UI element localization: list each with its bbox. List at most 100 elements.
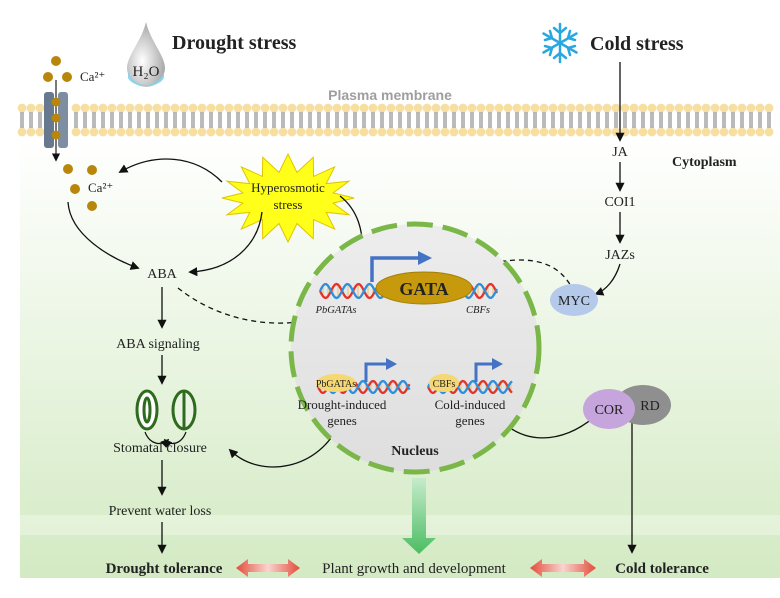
ja-label: JA (612, 145, 628, 160)
lipid-head (116, 127, 126, 137)
lipid-head (584, 103, 594, 113)
lipid-head (359, 103, 369, 113)
cbfs-protein (429, 374, 459, 392)
lipid-head (539, 103, 549, 113)
lipid-head (656, 103, 666, 113)
lipid-head (638, 103, 648, 113)
lipid-head (386, 103, 396, 113)
lipid-head (647, 103, 657, 113)
lipid-head (647, 127, 657, 137)
lipid-head (431, 127, 441, 137)
lipid-head (314, 103, 324, 113)
lipid-head (188, 103, 198, 113)
lipid-head (719, 127, 729, 137)
transcription-arrowhead-drought (386, 358, 397, 370)
lipid-head (620, 127, 630, 137)
water-label: H₂O (133, 64, 160, 80)
lipid-head (71, 103, 81, 113)
lipid-head (125, 103, 135, 113)
drought-tolerance-label: Drought tolerance (106, 561, 223, 577)
lipid-head (539, 127, 549, 137)
lipid-head (404, 127, 414, 137)
lipid-head (512, 127, 522, 137)
snowflake-icon (542, 22, 578, 64)
lipid-head (89, 103, 99, 113)
dna-helix-drought (316, 379, 411, 395)
lipid-head (656, 127, 666, 137)
lipid-head (431, 103, 441, 113)
lipid-head (206, 127, 216, 137)
lipid-head (440, 127, 450, 137)
lipid-head (305, 127, 315, 137)
lipid-head (728, 127, 738, 137)
lipid-head (215, 103, 225, 113)
myc-bubble (550, 284, 598, 316)
lipid-head (422, 103, 432, 113)
lipid-head (116, 103, 126, 113)
plasma-membrane (17, 103, 774, 137)
lipid-head (179, 127, 189, 137)
lipid-head (476, 127, 486, 137)
myc-label: MYC (558, 294, 590, 309)
lipid-head (674, 127, 684, 137)
calcium-label-outside: Ca²⁺ (80, 69, 105, 84)
drought-genes-line1: Drought-induced (298, 397, 387, 412)
lipid-head (323, 103, 333, 113)
nucleus-label: Nucleus (391, 444, 439, 459)
cor-bubble (583, 389, 635, 429)
lipid-head (242, 127, 252, 137)
lipid-head (557, 103, 567, 113)
rd-label: RD (640, 399, 659, 414)
cold-tolerance-label: Cold tolerance (615, 561, 709, 577)
lipid-head (584, 127, 594, 137)
lipid-head (602, 127, 612, 137)
transcription-arrow-drought (364, 362, 386, 382)
lipid-head (467, 103, 477, 113)
pbgatas-protein-label: PbGATAs (316, 379, 356, 390)
lipid-head (368, 127, 378, 137)
lipid-head (521, 127, 531, 137)
lipid-head (611, 103, 621, 113)
lipid-head (755, 103, 765, 113)
growth-label: Plant growth and development (322, 561, 507, 577)
lipid-head (233, 103, 243, 113)
lipid-head (260, 103, 270, 113)
lipid-head (125, 127, 135, 137)
gata-protein (375, 271, 473, 305)
lipid-head (224, 103, 234, 113)
lipid-head (35, 127, 45, 137)
lipid-head (755, 127, 765, 137)
lipid-head (89, 127, 99, 137)
lipid-head (485, 127, 495, 137)
bottom-band (20, 515, 780, 535)
lipid-head (197, 127, 207, 137)
lipid-head (557, 127, 567, 137)
lipid-head (368, 103, 378, 113)
lipid-head (530, 127, 540, 137)
lipid-head (206, 103, 216, 113)
membrane-label: Plasma membrane (328, 87, 452, 103)
lipid-head (737, 103, 747, 113)
transcription-arrow-cold (474, 362, 492, 382)
lipid-head (476, 103, 486, 113)
lipid-head (269, 103, 279, 113)
lipid-head (143, 127, 153, 137)
lipid-head (161, 127, 171, 137)
stomata-icon (135, 389, 197, 431)
lipid-head (359, 127, 369, 137)
lipid-head (161, 103, 171, 113)
lipid-head (458, 103, 468, 113)
lipid-head (530, 103, 540, 113)
lipid-head (260, 127, 270, 137)
lipid-head (575, 127, 585, 137)
calcium-ions (43, 56, 97, 211)
lipid-head (710, 103, 720, 113)
transcription-arrowhead-top (418, 251, 432, 265)
lipid-head (665, 127, 675, 137)
lipid-head (674, 103, 684, 113)
lipid-head (494, 127, 504, 137)
lipid-head (413, 103, 423, 113)
cor-label: COR (595, 403, 624, 418)
lipid-head (593, 103, 603, 113)
